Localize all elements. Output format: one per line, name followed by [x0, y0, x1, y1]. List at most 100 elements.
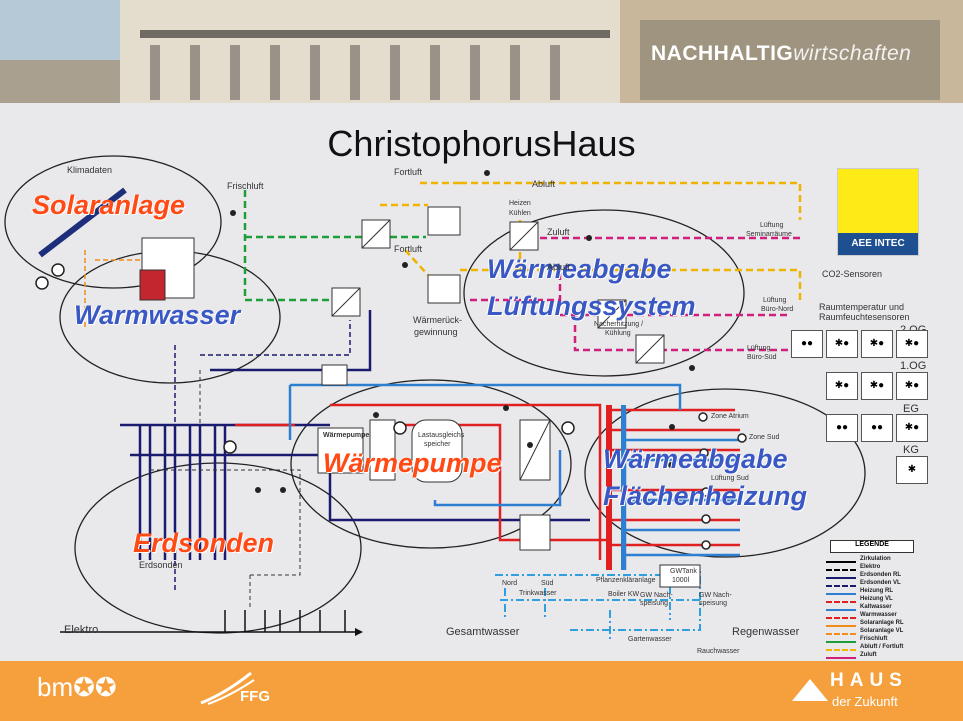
building-photo	[0, 0, 963, 103]
label-lastausgleich-2: speicher	[424, 441, 451, 448]
legend-line	[826, 577, 856, 579]
legend-line	[826, 601, 856, 603]
label-regenwasser: Regenwasser	[732, 626, 800, 638]
label-lueftung-sued-2: Büro-Süd	[747, 354, 777, 361]
legend-line	[826, 625, 856, 627]
room-sensor-2og-3: ✱●	[861, 330, 893, 358]
zone-label-erdsonden: Erdsonden	[133, 528, 275, 558]
label-lueftung-sud: Lüftung Sud	[711, 475, 749, 482]
legend-text: Heizung RL	[860, 588, 893, 594]
legend-row: Frischluft	[826, 636, 918, 648]
legend-text: Erdsonden RL	[860, 572, 902, 578]
label-rauchwasser: Rauchwasser	[697, 648, 740, 655]
label-lueftung-sued-1: Lüftung	[747, 345, 771, 352]
label-gw-nach-1b: speisung	[640, 600, 669, 607]
legend-row: Warmwasser	[826, 612, 918, 624]
ffg-swoosh-icon	[200, 671, 255, 705]
label-klimadaten: Klimadaten	[67, 165, 113, 175]
room-sensor-2og-2: ✱●	[826, 330, 858, 358]
zone-label-warmwasser: Warmwasser	[74, 300, 241, 330]
label-fortluft-top: Fortluft	[394, 167, 423, 177]
legend-title: LEGENDE	[830, 540, 914, 553]
zone-label-lueftungssystem: Lüftungssystem	[487, 291, 696, 321]
aee-intec-logo: AEE INTEC	[837, 168, 919, 256]
label-eg: EG	[903, 403, 919, 415]
legend-text: Kaltwasser	[860, 604, 892, 610]
legend-text: Abluft / Fortluft	[860, 644, 904, 650]
label-lueftung-nord-2: Büro-Nord	[761, 306, 794, 313]
haus-logo: HAUS	[830, 670, 908, 691]
header-banner: NACHHALTIGwirtschaften	[0, 0, 963, 103]
room-sensor-eg-2: ●●	[861, 414, 893, 442]
legend-line	[826, 569, 856, 571]
label-gartenwasser: Gartenwasser	[628, 636, 672, 643]
room-sensor-1og-1: ✱●	[826, 372, 858, 400]
legend-text: Elektro	[860, 564, 881, 570]
legend-row: Elektro	[826, 564, 918, 576]
label-gesamtwasser: Gesamtwasser	[446, 626, 520, 638]
label-frischluft: Frischluft	[227, 181, 264, 191]
label-nacherhitzung-2: Kühlung	[605, 330, 631, 337]
legend-line	[826, 585, 856, 587]
legend-row: Zirkulation	[826, 556, 918, 568]
zone-label-waermeabgabe-1: Wärmeabgabe	[487, 254, 672, 284]
label-raumtemp-2: Raumfeuchtesensoren	[819, 312, 910, 322]
label-waermerueck-1: Wärmerück-	[413, 315, 462, 325]
label-boiler-kw: Boiler KW	[608, 591, 640, 598]
label-fortluft-mid: Fortluft	[394, 244, 423, 254]
label-zuluft: Zuluft	[547, 227, 570, 237]
label-trinkwasser: Trinkwasser	[519, 590, 557, 597]
zone-label-waermepumpe: Wärmepumpe	[323, 448, 502, 478]
bmvit-logo: bm✪✪	[37, 672, 117, 702]
legend-line	[826, 609, 856, 611]
legend-row: Heizung VL	[826, 596, 918, 608]
brand-logo: NACHHALTIGwirtschaften	[651, 42, 912, 65]
legend-text: Heizung VL	[860, 596, 893, 602]
label-nord: Nord	[502, 580, 518, 587]
room-sensor-2og-4: ✱●	[896, 330, 928, 358]
legend-row: Abluft / Fortluft	[826, 644, 918, 656]
legend-row: Zuluft	[826, 652, 918, 664]
label-gwtank-1: GWTank	[670, 568, 697, 575]
room-sensor-eg-3: ✱●	[896, 414, 928, 442]
legend-row: Heizung RL	[826, 588, 918, 600]
label-lastausgleich-1: Lastausgleichs	[418, 432, 465, 439]
room-sensor-1og-3: ✱●	[896, 372, 928, 400]
label-lueftung-seminar-2: Seminarräume	[746, 231, 792, 238]
legend-row: Erdsonden VL	[826, 580, 918, 592]
label-nacherhitzung-1: Nacherhitzung /	[594, 321, 644, 328]
legend-text: Warmwasser	[860, 612, 897, 618]
legend-line	[826, 561, 856, 563]
label-raumtemp-1: Raumtemperatur und	[819, 302, 905, 312]
label-lueftung-nord-1: Lüftung	[763, 297, 787, 304]
label-zone-atrium: Zone Atrium	[711, 413, 749, 420]
legend-row: Solaranlage RL	[826, 620, 918, 632]
legend-line	[826, 633, 856, 635]
room-sensor-eg-1: ●●	[826, 414, 858, 442]
legend-text: Frischluft	[860, 636, 888, 642]
ffg-logo: FFG	[240, 688, 270, 705]
label-1og: 1.OG	[900, 360, 927, 372]
label-waermepumpe-box: Wärmepumpe	[323, 432, 370, 439]
room-sensor-2og-1: ●●	[791, 330, 823, 358]
label-zone-sud: Zone Sud	[749, 434, 780, 441]
legend-line	[826, 657, 856, 659]
legend-row: Erdsonden RL	[826, 572, 918, 584]
label-sued: Süd	[541, 580, 554, 587]
label-gw-nach-1a: GW Nach-	[640, 592, 673, 599]
label-pflanzenklaer: Pflanzenkläranlage	[596, 577, 656, 584]
legend-line	[826, 649, 856, 651]
label-gw-nach-2a: GW Nach-	[699, 592, 732, 599]
label-erdsonden-small: Erdsonden	[139, 560, 183, 570]
legend-text: Solaranlage RL	[860, 620, 904, 626]
haus-tagline: der Zukunft	[832, 694, 898, 709]
page-title: ChristophorusHaus	[327, 123, 636, 164]
label-gwtank-2: 1000l	[672, 577, 690, 584]
label-lueftung-seminar-1: Lüftung	[760, 222, 784, 229]
legend-line	[826, 641, 856, 643]
legend-row: Solaranlage VL	[826, 628, 918, 640]
label-abluft-top: Abluft	[532, 179, 556, 189]
